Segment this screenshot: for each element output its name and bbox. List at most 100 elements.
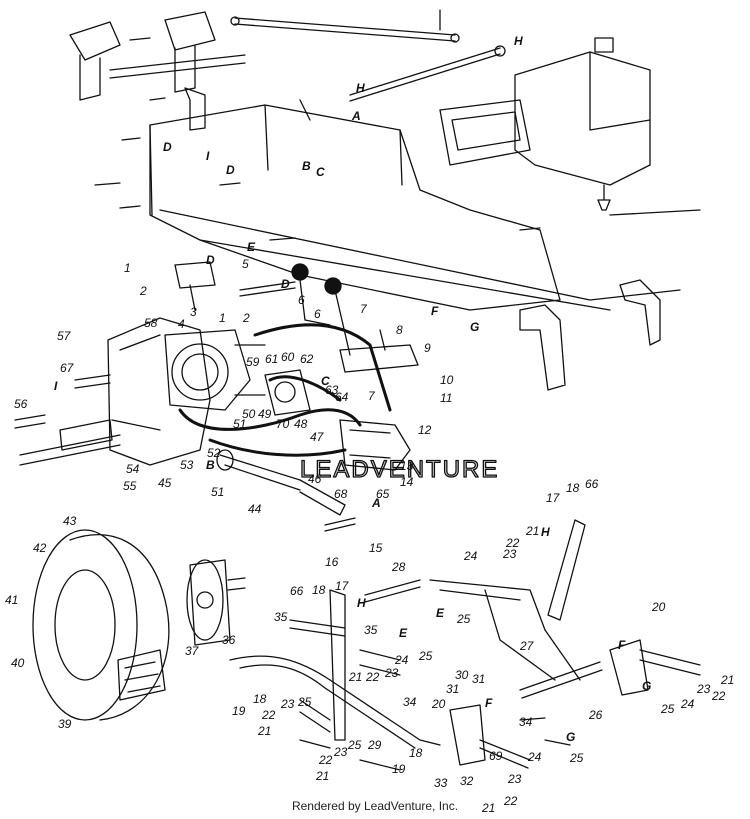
callout-21: 21: [348, 670, 362, 684]
callout-43: 43: [63, 514, 77, 528]
callout-51: 51: [211, 485, 224, 499]
callout-23: 23: [333, 745, 348, 759]
callout-45: 45: [158, 476, 172, 490]
callout-56: 56: [14, 397, 28, 411]
callout-23: 23: [696, 682, 711, 696]
callout-49: 49: [258, 407, 272, 421]
callout-24: 24: [394, 653, 409, 667]
callout-22: 22: [503, 794, 518, 808]
letter-F: F: [485, 696, 493, 710]
letter-B: B: [302, 159, 311, 173]
callout-36: 36: [222, 633, 236, 647]
callout-61: 61: [265, 352, 278, 366]
callout-42: 42: [33, 541, 47, 555]
callout-25: 25: [418, 649, 433, 663]
callout-28: 28: [391, 560, 406, 574]
callout-32: 32: [460, 774, 474, 788]
callout-23: 23: [384, 666, 399, 680]
callout-67: 67: [60, 361, 75, 375]
callout-53: 53: [180, 458, 194, 472]
callout-4: 4: [178, 317, 185, 331]
callout-69: 69: [489, 749, 503, 763]
callout-54: 54: [126, 462, 140, 476]
callout-2: 2: [242, 311, 250, 325]
callout-7: 7: [368, 389, 376, 403]
callout-12: 12: [418, 423, 432, 437]
letter-D: D: [226, 163, 235, 177]
letter-C: C: [321, 374, 330, 388]
callout-64: 64: [335, 390, 349, 404]
transmission-assembly: [14, 261, 419, 532]
callout-22: 22: [261, 708, 276, 722]
callout-22: 22: [505, 536, 520, 550]
callout-31: 31: [446, 682, 459, 696]
callout-59: 59: [246, 355, 260, 369]
callout-29: 29: [367, 738, 382, 752]
letter-H: H: [357, 596, 366, 610]
callout-70: 70: [276, 417, 290, 431]
callout-14: 14: [400, 475, 414, 489]
callout-35: 35: [274, 610, 288, 624]
callout-68: 68: [334, 487, 348, 501]
callout-66: 66: [585, 477, 599, 491]
callout-39: 39: [58, 717, 72, 731]
callout-24: 24: [680, 697, 695, 711]
callout-17: 17: [335, 579, 350, 593]
callout-25: 25: [660, 702, 675, 716]
callout-22: 22: [365, 670, 380, 684]
letter-E: E: [399, 626, 408, 640]
callout-17: 17: [546, 491, 561, 505]
callout-16: 16: [325, 555, 339, 569]
callout-22: 22: [711, 689, 726, 703]
callout-57: 57: [57, 329, 72, 343]
callout-26: 26: [588, 708, 603, 722]
render-credit: Rendered by LeadVenture, Inc.: [291, 799, 459, 813]
callout-20: 20: [651, 600, 666, 614]
callout-1: 1: [219, 311, 226, 325]
callout-18: 18: [253, 692, 267, 706]
letter-D: D: [281, 277, 290, 291]
deck-linkage: [229, 519, 701, 771]
letter-C: C: [316, 165, 325, 179]
callout-3: 3: [190, 305, 197, 319]
callout-62: 62: [300, 352, 314, 366]
callout-18: 18: [409, 746, 423, 760]
callout-23: 23: [502, 547, 517, 561]
callout-8: 8: [396, 323, 403, 337]
letter-D: D: [206, 253, 215, 267]
letter-E: E: [436, 606, 445, 620]
callout-60: 60: [281, 350, 295, 364]
letter-F: F: [431, 304, 439, 318]
callout-18: 18: [566, 481, 580, 495]
callout-15: 15: [369, 541, 383, 555]
callout-24: 24: [463, 549, 478, 563]
letter-E: E: [247, 240, 256, 254]
callout-55: 55: [123, 479, 137, 493]
callout-41: 41: [5, 593, 18, 607]
callout-50: 50: [242, 407, 256, 421]
callout-6: 6: [298, 293, 305, 307]
callout-2: 2: [139, 284, 147, 298]
callout-47: 47: [310, 430, 325, 444]
callout-25: 25: [456, 612, 471, 626]
callout-19: 19: [232, 704, 246, 718]
letter-G: G: [566, 730, 575, 744]
letter-H: H: [356, 81, 365, 95]
letter-H: H: [514, 34, 523, 48]
callout-21: 21: [525, 524, 539, 538]
callout-1: 1: [124, 261, 131, 275]
callout-24: 24: [527, 750, 542, 764]
wheel-assembly: [32, 529, 246, 721]
callout-20: 20: [431, 697, 446, 711]
letter-G: G: [642, 679, 651, 693]
callout-33: 33: [434, 776, 448, 790]
callout-30: 30: [455, 668, 469, 682]
callout-35: 35: [364, 623, 378, 637]
callout-13: 13: [400, 459, 414, 473]
callout-31: 31: [472, 672, 485, 686]
callout-21: 21: [720, 673, 734, 687]
callout-10: 10: [440, 373, 454, 387]
callout-34: 34: [519, 715, 533, 729]
callout-21: 21: [257, 724, 271, 738]
